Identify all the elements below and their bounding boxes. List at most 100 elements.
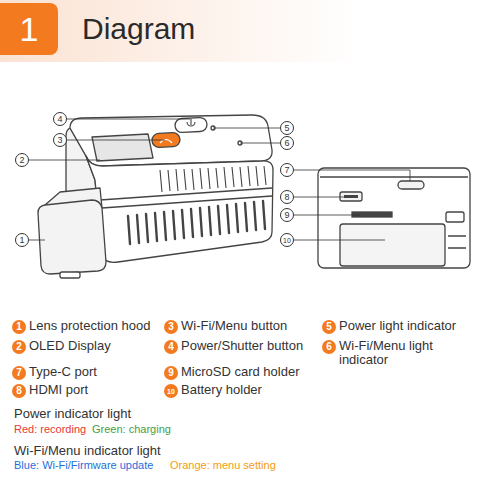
legend-entry: Orange: menu setting <box>170 459 276 471</box>
callout-number: 10 <box>280 233 294 247</box>
lower-ribs-part <box>227 205 229 233</box>
upper-ribs-part <box>240 167 242 187</box>
callout-number: 3 <box>53 133 67 147</box>
part-name: OLED Display <box>29 339 111 353</box>
leader-lines-part <box>294 215 360 216</box>
list-number: 6 <box>322 340 336 354</box>
upper-ribs <box>160 166 266 192</box>
hinge <box>448 236 466 248</box>
title: Diagram <box>82 12 195 46</box>
oled-display <box>92 134 153 161</box>
header-band <box>0 0 480 62</box>
lower-ribs <box>128 201 265 244</box>
list-number: 2 <box>12 340 26 354</box>
list-number: 7 <box>12 366 26 380</box>
upper-ribs-part <box>224 167 226 188</box>
leader-lines-part <box>29 240 45 241</box>
part-name: Battery holder <box>181 383 262 397</box>
part-name: MicroSD card holder <box>181 365 300 379</box>
list-number: 9 <box>164 366 178 380</box>
leader-lines-part <box>240 143 280 144</box>
lower-ribs-part <box>146 214 148 242</box>
leader-lines-part <box>213 128 280 129</box>
upper-ribs-part <box>248 166 250 186</box>
leader-lines-part <box>294 170 410 181</box>
part-name: Lens protection hood <box>29 319 150 333</box>
lower-ribs-part <box>209 207 211 235</box>
lower-ribs-part <box>155 213 157 241</box>
callout-number: 5 <box>280 121 294 135</box>
lens-hood-tab <box>60 272 80 278</box>
leader-lines-part <box>67 140 165 141</box>
lower-ribs-part <box>263 201 265 229</box>
section-number-box: 1 <box>0 3 58 55</box>
upper-ribs-part <box>264 166 266 185</box>
upper-ribs-part <box>160 170 162 192</box>
legend-entry: Red: recording <box>14 423 86 435</box>
part-name: Power/Shutter button <box>181 339 303 353</box>
legend-entry: Green: charging <box>92 423 171 435</box>
leader-lines-part <box>29 160 100 161</box>
list-number: 1 <box>12 320 26 334</box>
lower-ribs-part <box>137 215 139 243</box>
type-c-port <box>398 181 424 189</box>
lower-ribs-part <box>236 204 238 232</box>
upper-ribs-part <box>192 169 194 190</box>
leader-lines <box>29 119 410 240</box>
section-number: 1 <box>20 12 39 46</box>
upper-ribs-part <box>232 167 234 187</box>
lower-ribs-part <box>200 208 202 236</box>
upper-ribs-part <box>256 166 258 186</box>
callout-number: 9 <box>280 208 294 222</box>
lower-ribs-part <box>254 202 256 230</box>
part-name: Type-C port <box>29 365 97 379</box>
upper-ribs-part <box>208 168 210 189</box>
groove <box>102 196 272 208</box>
leader-lines-part <box>294 240 385 241</box>
part-name: Power light indicator <box>339 319 456 333</box>
part-name: Wi-Fi/Menu button <box>181 319 287 333</box>
list-number: 5 <box>322 320 336 334</box>
leader-lines-part <box>67 119 190 120</box>
callout-number: 2 <box>15 153 29 167</box>
part-name: Wi-Fi/Menu light indicator <box>339 339 474 367</box>
upper-ribs-part <box>168 170 170 191</box>
lower-ribs-part <box>182 210 184 238</box>
camera-front-view <box>38 115 273 278</box>
camera-side-view <box>318 168 470 268</box>
legend-heading: Power indicator light <box>14 406 131 421</box>
power-button <box>175 117 208 133</box>
callout-number: 1 <box>15 233 29 247</box>
lower-ribs-part <box>173 211 175 239</box>
leader-lines-part <box>294 197 345 198</box>
lower-ribs-part <box>218 206 220 234</box>
callout-number: 8 <box>280 190 294 204</box>
hdmi-port <box>340 192 362 201</box>
latch <box>446 212 464 222</box>
power-symbol <box>190 119 191 125</box>
lens-hood <box>38 200 106 274</box>
list-number: 10 <box>164 384 178 398</box>
part-name: HDMI port <box>29 383 88 397</box>
upper-ribs-part <box>200 168 202 189</box>
hdmi-inner <box>344 195 358 198</box>
lower-ribs-part <box>191 209 193 237</box>
list-number: 8 <box>12 384 26 398</box>
lower-ribs-part <box>164 212 166 240</box>
legend-heading: Wi-Fi/Menu indicator light <box>14 443 161 458</box>
legend-entry: Blue: Wi-Fi/Firmware update <box>14 459 153 471</box>
side-body <box>318 168 470 268</box>
side-rim <box>320 176 468 177</box>
list-number: 3 <box>164 320 178 334</box>
list-number: 4 <box>164 340 178 354</box>
side-face <box>86 156 273 262</box>
upper-ribs-part <box>176 169 178 191</box>
upper-ribs-part <box>216 168 218 188</box>
callout-number: 4 <box>53 112 67 126</box>
top-face <box>70 115 272 166</box>
lower-ribs-part <box>245 203 247 231</box>
callout-number: 6 <box>280 136 294 150</box>
microsd-slot <box>352 212 392 217</box>
battery-holder <box>340 224 445 266</box>
